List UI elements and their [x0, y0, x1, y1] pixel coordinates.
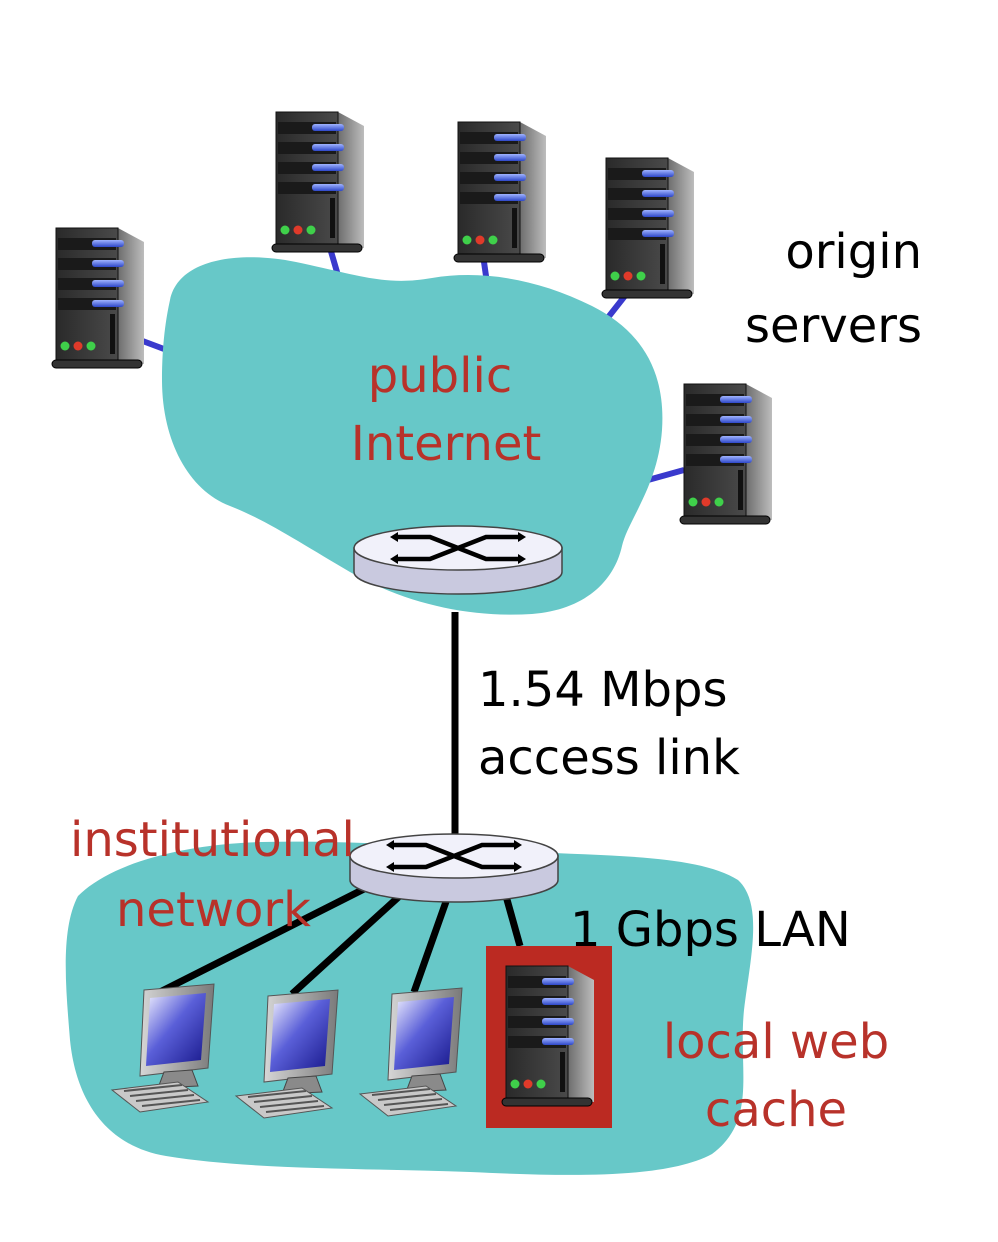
public-internet-label: Internet — [351, 416, 542, 472]
lan-links — [158, 612, 524, 997]
origin-servers-label: servers — [745, 298, 922, 354]
origin-servers-label: origin — [785, 224, 922, 280]
local-web-cache-label: cache — [705, 1082, 847, 1138]
internet-router-icon — [354, 526, 562, 594]
origin-server-icon — [51, 227, 145, 369]
institutional-network-label: network — [116, 882, 311, 938]
institutional-router-icon — [350, 834, 558, 902]
origin-server-icon — [453, 121, 547, 263]
institutional-network-label: institutional — [70, 812, 355, 868]
origin-server-icon — [601, 157, 695, 299]
origin-server-icon — [679, 383, 773, 525]
local-web-cache-label: local web — [663, 1014, 889, 1070]
cache-server-icon — [501, 965, 595, 1107]
origin-server-icon — [271, 111, 365, 253]
lan-speed-label: 1 Gbps LAN — [570, 902, 851, 958]
public-internet-cloud — [162, 257, 663, 615]
public-internet-label: public — [368, 348, 512, 404]
access-link-label: access link — [478, 730, 740, 786]
access-link-label: 1.54 Mbps — [478, 662, 728, 718]
